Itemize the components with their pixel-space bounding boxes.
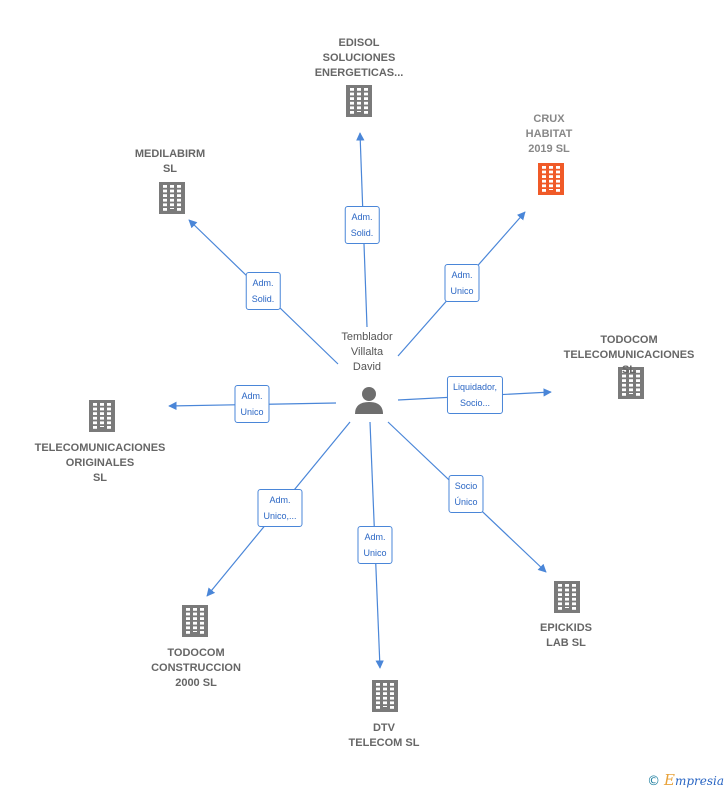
- brand-name: mpresia: [674, 774, 724, 788]
- company-name-tel-orig[interactable]: TELECOMUNICACIONES ORIGINALES SL: [34, 442, 166, 484]
- role-tag-todocom-con[interactable]: Adm. Unico,...: [257, 489, 303, 527]
- brand-initial: E: [663, 771, 675, 789]
- role-tag-edisol[interactable]: Adm. Solid.: [344, 206, 380, 244]
- person-icon[interactable]: [355, 387, 383, 414]
- building-icon[interactable]: [538, 163, 564, 195]
- company-name-todocom-con[interactable]: TODOCOM CONSTRUCCION 2000 SL: [151, 647, 241, 689]
- role-tag-dtv[interactable]: Adm. Unico: [357, 526, 393, 564]
- role-tag-crux[interactable]: Adm. Unico: [444, 264, 480, 302]
- company-name-dtv[interactable]: DTV TELECOM SL: [348, 722, 420, 749]
- company-name-crux[interactable]: CRUX HABITAT 2019 SL: [525, 113, 573, 155]
- role-tag-epickids[interactable]: Socio Único: [448, 475, 484, 513]
- building-icon[interactable]: [554, 581, 580, 613]
- building-icon[interactable]: [182, 605, 208, 637]
- building-icon[interactable]: [372, 680, 398, 712]
- role-tag-todocom-tel[interactable]: Liquidador, Socio...: [446, 376, 504, 414]
- building-icon[interactable]: [159, 182, 185, 214]
- building-icon[interactable]: [89, 400, 115, 432]
- role-tag-tel-orig[interactable]: Adm. Unico: [234, 385, 270, 423]
- company-name-medilabirm[interactable]: MEDILABIRM SL: [134, 148, 206, 175]
- company-name-epickids[interactable]: EPICKIDS LAB SL: [540, 622, 592, 649]
- building-icon[interactable]: [618, 367, 644, 399]
- copyright-icon: ©: [647, 774, 661, 789]
- person-name[interactable]: Temblador Villalta David: [341, 331, 393, 373]
- building-icon[interactable]: [346, 85, 372, 117]
- company-name-edisol[interactable]: EDISOL SOLUCIONES ENERGETICAS...: [314, 37, 404, 79]
- watermark: © Empresia: [647, 771, 724, 789]
- role-tag-medilabirm[interactable]: Adm. Solid.: [245, 272, 281, 310]
- company-name-todocom-tel[interactable]: TODOCOM TELECOMUNICACIONES SL: [563, 334, 695, 376]
